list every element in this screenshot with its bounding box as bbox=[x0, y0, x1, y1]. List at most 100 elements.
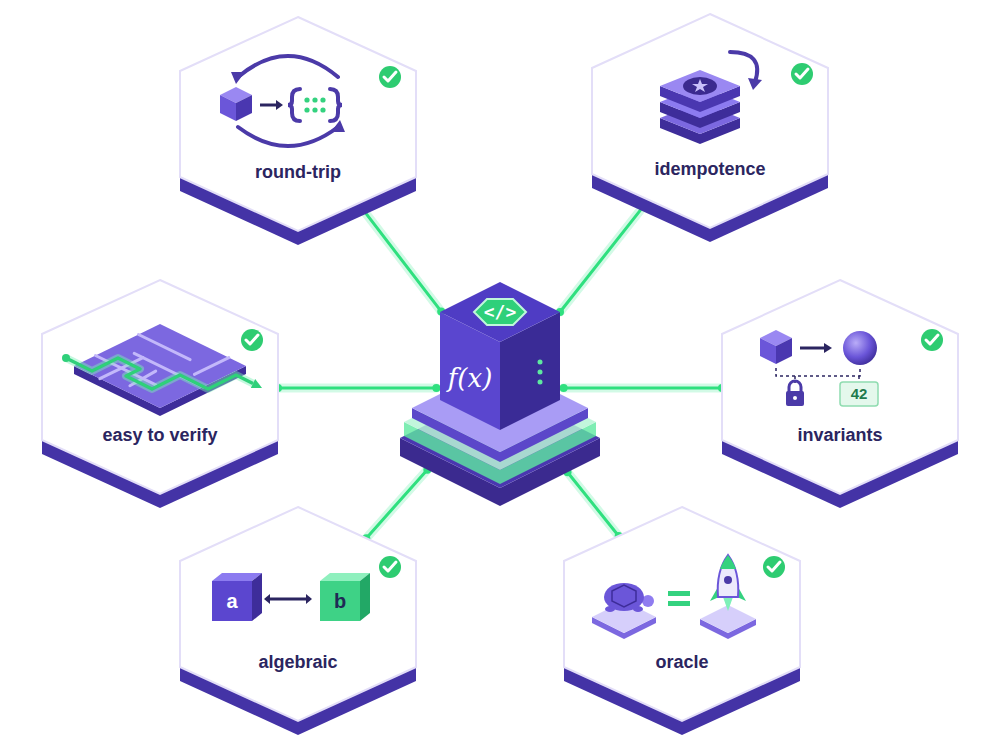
connector bbox=[564, 468, 623, 540]
check-mark bbox=[384, 562, 396, 571]
oracle-icon bbox=[592, 555, 785, 639]
cube-right bbox=[236, 95, 252, 121]
property-label: easy to verify bbox=[102, 424, 217, 446]
check-badge bbox=[921, 329, 943, 351]
connector-glow bbox=[568, 472, 619, 536]
hexagon-shape bbox=[590, 12, 830, 244]
property-label: algebraic bbox=[258, 651, 337, 673]
code-symbol: </> bbox=[484, 301, 517, 323]
json-dots bbox=[304, 97, 325, 112]
variable-letter: a bbox=[226, 589, 237, 613]
star-badge bbox=[683, 77, 717, 95]
lock-body bbox=[786, 391, 804, 406]
star bbox=[692, 79, 708, 92]
brace bbox=[330, 89, 342, 121]
maze-icon bbox=[62, 324, 263, 416]
value-number: 42 bbox=[851, 385, 868, 403]
connector bbox=[362, 466, 431, 543]
cube-top bbox=[220, 87, 252, 103]
arrow-line bbox=[800, 347, 824, 350]
property-hexagon: invariants bbox=[720, 278, 960, 510]
arrow-head bbox=[276, 100, 283, 110]
connector bbox=[560, 384, 726, 392]
connector-line bbox=[560, 200, 649, 312]
connector-line bbox=[564, 387, 722, 390]
function-label: f(x) bbox=[448, 363, 493, 393]
hexagon-shape bbox=[562, 505, 802, 737]
property-hexagon: algebraic bbox=[178, 505, 418, 737]
connector-line bbox=[568, 472, 619, 536]
connector-glow bbox=[278, 384, 436, 393]
check-mark bbox=[796, 69, 808, 78]
connector-glow bbox=[564, 384, 722, 393]
connector-line bbox=[366, 470, 427, 539]
round-trip-icon bbox=[220, 56, 401, 146]
connector bbox=[274, 384, 440, 392]
check-badge bbox=[379, 556, 401, 578]
check-badge bbox=[791, 63, 813, 85]
arrow-head bbox=[748, 78, 762, 90]
lock-shackle bbox=[789, 381, 801, 392]
connector-end bbox=[560, 384, 568, 392]
arrow-line bbox=[260, 104, 276, 107]
hexagon-shape bbox=[178, 15, 418, 247]
start-dot bbox=[62, 354, 70, 362]
arrow-head bbox=[231, 72, 245, 84]
property-hexagon: oracle bbox=[562, 505, 802, 737]
check-mark bbox=[926, 335, 938, 344]
arrow-line bbox=[270, 598, 306, 601]
cycle-arrow bbox=[238, 127, 338, 146]
turtle-head bbox=[642, 595, 654, 607]
property-label: round-trip bbox=[255, 161, 341, 183]
rocket-body bbox=[718, 555, 739, 597]
maze-walls bbox=[96, 335, 229, 388]
equals-sign bbox=[668, 591, 690, 596]
variable-letter: b bbox=[334, 589, 346, 613]
algebraic-icon bbox=[212, 556, 401, 621]
function-cube: </> f(x) bbox=[400, 270, 600, 506]
check-mark bbox=[768, 562, 780, 571]
arrow-head bbox=[331, 120, 345, 132]
turtle-shell bbox=[604, 583, 644, 611]
property-hexagon: round-trip bbox=[178, 15, 418, 247]
check-mark bbox=[384, 72, 396, 81]
connector-glow bbox=[366, 470, 427, 539]
connector-glow bbox=[560, 200, 649, 312]
repeat-arrow bbox=[730, 52, 757, 82]
connector bbox=[354, 199, 445, 315]
arrow-head bbox=[824, 343, 832, 353]
connector-line bbox=[358, 203, 441, 311]
box-b bbox=[320, 581, 360, 621]
connector bbox=[556, 196, 653, 316]
arrow-head bbox=[251, 379, 262, 388]
check-mark bbox=[246, 335, 258, 344]
value-box bbox=[840, 382, 878, 406]
check-badge bbox=[379, 66, 401, 88]
check-badge bbox=[241, 329, 263, 351]
connector-line bbox=[278, 387, 436, 390]
property-label: oracle bbox=[655, 651, 708, 673]
property-label: invariants bbox=[797, 424, 882, 446]
connector-glow bbox=[358, 203, 441, 311]
hexagon-shape bbox=[40, 278, 280, 510]
cycle-arrow bbox=[238, 56, 338, 77]
box-a bbox=[212, 581, 252, 621]
property-label: idempotence bbox=[654, 158, 765, 180]
invariants-icon bbox=[760, 329, 943, 406]
sphere bbox=[843, 331, 877, 365]
idempotence-icon bbox=[660, 52, 813, 144]
hexagon-shape bbox=[178, 505, 418, 737]
solution-path bbox=[66, 358, 253, 389]
property-hexagon: easy to verify bbox=[40, 278, 280, 510]
dashed-link bbox=[776, 368, 860, 383]
connector-end bbox=[432, 384, 440, 392]
rocket-flame bbox=[723, 597, 733, 611]
brace bbox=[288, 89, 300, 121]
hexagon-shape bbox=[720, 278, 960, 510]
cube-left bbox=[220, 95, 236, 121]
property-hexagon: idempotence bbox=[590, 12, 830, 244]
check-badge bbox=[763, 556, 785, 578]
